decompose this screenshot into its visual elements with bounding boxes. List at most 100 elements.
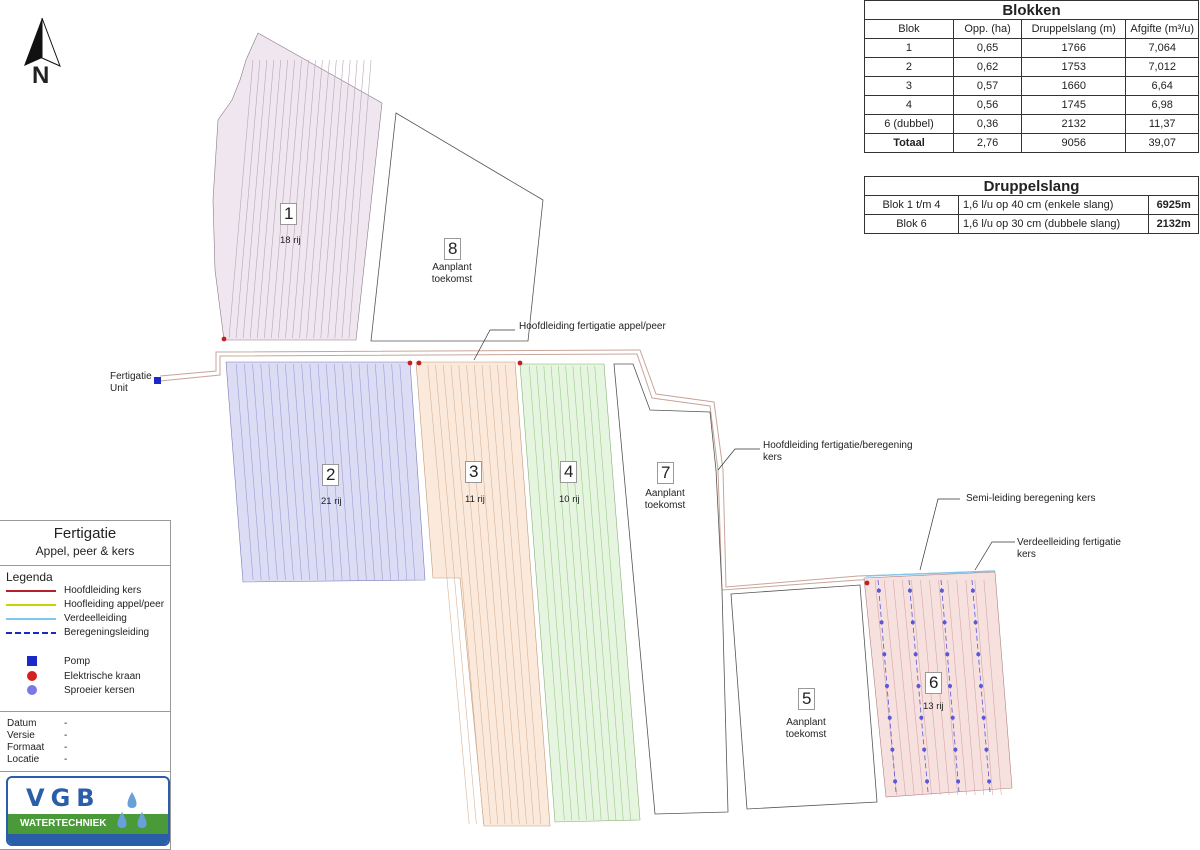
plant-row-line [558, 365, 595, 821]
plant-row-line [313, 59, 337, 339]
plant-row-line [458, 364, 499, 825]
meta-value-format: - [64, 742, 68, 753]
blokken-cell: 1 [864, 38, 954, 58]
plant-row-line [956, 579, 976, 796]
legend-item-main-appel: Hoofleiding appel/peer [64, 599, 165, 610]
meta-key-format: Formaat [7, 742, 45, 753]
druppelslang-cell: 1,6 l/u op 40 cm (enkele slang) [957, 195, 1150, 215]
block-4-area [519, 363, 641, 823]
blokken-cell: 4 [864, 95, 954, 115]
sprinkler-icon [984, 747, 989, 752]
block-8-sub-text: Aanplant toekomst [431, 262, 473, 285]
sprinkler-icon [922, 747, 927, 752]
plant-row-line [235, 363, 254, 581]
plant-row-line [341, 59, 365, 339]
distribution-pipe-label: Verdeelleiding fertigatie kers [1017, 537, 1121, 560]
blokken-cell: 6,98 [1125, 95, 1199, 115]
plant-row-line [235, 59, 261, 339]
druppelslang-title: Druppelslang [864, 176, 1199, 196]
blokken-header-cell: Afgifte (m³/u) [1125, 19, 1199, 39]
plant-row-line [309, 363, 327, 581]
block-1-area [212, 32, 383, 341]
plant-row-line [348, 59, 372, 339]
blokken-table: Blokken Blok Opp. (ha) Druppelslang (m) … [864, 0, 1199, 153]
block-2-rows: 21 rij [321, 496, 342, 507]
meta-key-date: Datum [7, 718, 37, 729]
druppelslang-cell: Blok 6 [864, 214, 959, 234]
sprinkler-icon [919, 715, 924, 720]
plant-row-line [284, 363, 302, 581]
logo-tagline: WATERTECHNIEK [20, 818, 107, 829]
meta-value-location: - [64, 754, 68, 765]
legend-item-pump: Pomp [64, 656, 91, 667]
blokken-header-row: Blok Opp. (ha) Druppelslang (m) Afgifte … [864, 19, 1199, 39]
north-arrow-icon [24, 17, 61, 67]
druppelslang-cell: Blok 1 t/m 4 [864, 195, 959, 215]
plant-row-line [252, 363, 270, 581]
meta-key-version: Versie [7, 730, 35, 741]
plant-row-line [947, 579, 967, 796]
plant-row-line [292, 59, 316, 339]
plant-row-line [268, 363, 286, 581]
druppelslang-cell: 1,6 l/u op 30 cm (dubbele slang) [957, 214, 1150, 234]
sprinkler-icon [945, 652, 950, 657]
blokken-cell: 1745 [1021, 95, 1127, 115]
blokken-cell: 0,36 [952, 114, 1023, 134]
block-2-number: 2 [322, 464, 340, 486]
block-8-outline [370, 112, 544, 342]
total-cell: 9056 [1021, 133, 1127, 153]
total-cell: 39,07 [1125, 133, 1199, 153]
plant-row-line [442, 364, 484, 825]
plant-row-line [342, 363, 359, 581]
plant-row-line [489, 364, 527, 825]
blokken-cell: 1660 [1021, 76, 1127, 96]
plant-row-line [579, 365, 617, 821]
sprinkler-icon [925, 779, 930, 784]
plant-row-line [587, 365, 624, 821]
legend-item-main-kers: Hoofdleiding kers [64, 585, 142, 596]
total-cell: 2,76 [952, 133, 1023, 153]
sprinkler-icon [885, 684, 890, 689]
plant-row-line [350, 363, 367, 581]
blokken-cell: 2132 [1021, 114, 1127, 134]
plant-row-line [892, 579, 915, 796]
block-5-sub: Aanplant toekomst [779, 717, 833, 741]
block-5-number: 5 [798, 688, 816, 710]
total-label: Totaal [864, 133, 954, 153]
plant-row-line [334, 59, 358, 339]
plant-row-line [528, 365, 565, 821]
plant-row-line [249, 59, 275, 339]
plant-row-line [276, 363, 294, 581]
block-3-rows: 11 rij [465, 494, 485, 505]
block-7-sub: Aanplant toekomst [638, 488, 692, 512]
blokken-cell: 1766 [1021, 38, 1127, 58]
legend-item-valve: Elektrische kraan [64, 671, 141, 682]
druppelslang-row: Blok 1 t/m 4 1,6 l/u op 40 cm (enkele sl… [864, 195, 1199, 215]
plant-row-line [974, 579, 993, 796]
legend-title: Fertigatie [53, 525, 117, 542]
plant-row-line [901, 579, 924, 796]
sprinkler-icon [987, 779, 992, 784]
plant-row-line [301, 363, 319, 581]
sprinkler-icon [981, 715, 986, 720]
plant-row-line [450, 364, 491, 825]
sprinkler-icon [979, 684, 984, 689]
sprinkler-icon [950, 715, 955, 720]
plant-row-line [327, 59, 351, 339]
plant-row-line [883, 579, 906, 796]
plant-row-line [965, 579, 985, 796]
plant-row-line [320, 59, 344, 339]
plant-row-line [358, 363, 375, 581]
sprinkler-icon [882, 652, 887, 657]
sprinkler-icon [973, 620, 978, 625]
block-1-rows: 18 rij [280, 235, 301, 246]
blokken-total-row: Totaal 2,76 9056 39,07 [864, 133, 1199, 153]
plant-row-line [374, 363, 391, 581]
legend-item-sprinkler: Sproeier kersen [64, 685, 135, 696]
fertigatie-unit-label: Fertigatie Unit [110, 371, 152, 394]
sprinkler-icon [879, 620, 884, 625]
water-drops-icon [117, 792, 147, 828]
plant-row-line [271, 59, 295, 339]
